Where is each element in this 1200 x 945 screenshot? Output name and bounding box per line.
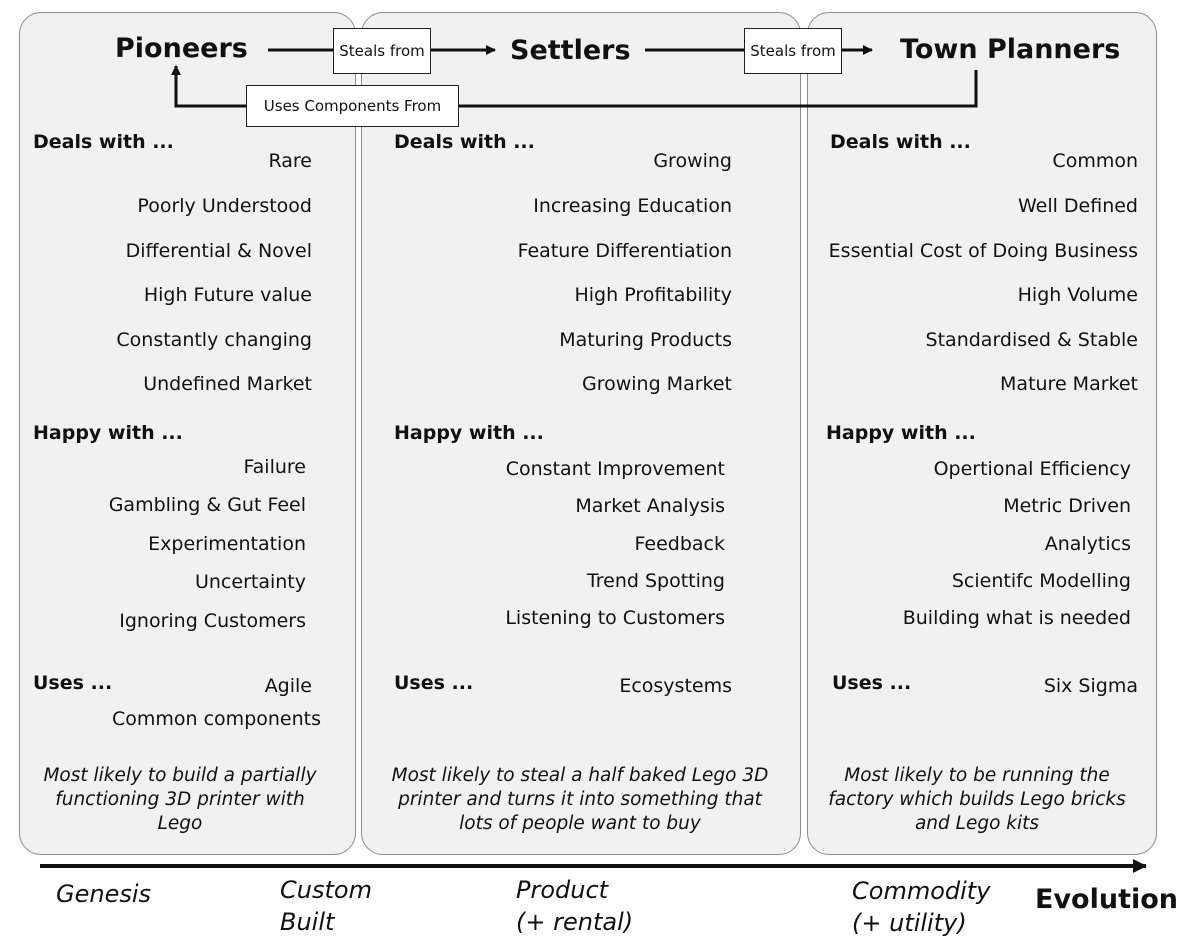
steals-from-label-2: Steals from — [744, 28, 842, 74]
stage-genesis: Genesis — [56, 878, 151, 910]
town-planners-title: Town Planners — [900, 34, 1121, 65]
stage-product-line2: (+ rental) — [516, 908, 634, 936]
pioneers-note: Most likely to build a partially functio… — [43, 765, 317, 834]
settlers-happy-item: Listening to Customers — [505, 607, 725, 629]
pioneers-happy-item: Ignoring Customers — [119, 610, 306, 632]
settlers-happy-item: Trend Spotting — [586, 570, 725, 592]
town-planners-panel — [807, 12, 1157, 855]
stage-commodity-line2: (+ utility) — [852, 909, 967, 937]
settlers-deals-header: Deals with ... — [394, 131, 535, 153]
uses-components-label: Uses Components From — [246, 85, 459, 127]
town-planners-uses-header: Uses ... — [832, 672, 912, 694]
town-planners-happy-item: Opertional Efficiency — [933, 458, 1131, 480]
settlers-happy-item: Constant Improvement — [505, 458, 725, 480]
settlers-happy-item: Feedback — [634, 533, 725, 555]
settlers-uses-item: Ecosystems — [619, 675, 732, 697]
pioneers-deals-header: Deals with ... — [33, 131, 174, 153]
pioneers-uses-item: Common components — [112, 708, 321, 730]
settlers-deals-item: Growing Market — [581, 373, 732, 395]
stage-custom-built: Custom Built — [280, 874, 372, 938]
settlers-note: Most likely to steal a half baked Lego 3… — [391, 765, 769, 834]
town-planners-happy-header: Happy with ... — [826, 422, 976, 444]
pioneers-title: Pioneers — [115, 33, 248, 64]
pioneers-happy-item: Uncertainty — [194, 571, 306, 593]
settlers-deals-item: Feature Differentiation — [517, 240, 732, 262]
settlers-happy-item: Market Analysis — [575, 495, 725, 517]
town-planners-deals-item: Standardised & Stable — [925, 329, 1138, 351]
pioneers-deals-item: Rare — [268, 150, 312, 172]
settlers-uses-header: Uses ... — [394, 672, 474, 694]
settlers-panel — [361, 12, 801, 855]
pioneers-deals-item: Differential & Novel — [125, 240, 312, 262]
town-planners-deals-item: High Volume — [1017, 284, 1138, 306]
settlers-happy-header: Happy with ... — [394, 422, 544, 444]
stage-commodity: Commodity (+ utility) — [852, 875, 990, 939]
stage-genesis-line1: Genesis — [56, 880, 152, 908]
stage-custom-built-line2: Built — [280, 908, 335, 936]
town-planners-happy-item: Building what is needed — [902, 607, 1131, 629]
pioneers-deals-item: Poorly Understood — [137, 195, 312, 217]
town-planners-happy-item: Analytics — [1044, 533, 1131, 555]
town-planners-note: Most likely to be running the factory wh… — [828, 765, 1126, 834]
settlers-title: Settlers — [510, 35, 631, 66]
town-planners-deals-item: Mature Market — [1000, 373, 1138, 395]
steals-from-label-1: Steals from — [333, 28, 431, 74]
town-planners-happy-item: Metric Driven — [1003, 495, 1131, 517]
stage-product-line1: Product — [516, 876, 609, 904]
pioneers-happy-item: Gambling & Gut Feel — [108, 494, 306, 516]
town-planners-happy-item: Scientifc Modelling — [951, 570, 1131, 592]
pioneers-panel — [19, 12, 356, 855]
town-planners-deals-item: Essential Cost of Doing Business — [828, 240, 1138, 262]
pioneers-happy-item: Failure — [243, 456, 306, 478]
town-planners-deals-item: Common — [1052, 150, 1138, 172]
stage-custom-built-line1: Custom — [280, 876, 372, 904]
pioneers-happy-item: Experimentation — [148, 533, 306, 555]
evolution-axis-label: Evolution — [1035, 884, 1179, 915]
town-planners-deals-header: Deals with ... — [830, 131, 971, 153]
settlers-deals-item: Increasing Education — [533, 195, 732, 217]
stage-commodity-line1: Commodity — [852, 877, 991, 905]
pioneers-deals-item: Undefined Market — [143, 373, 312, 395]
pioneers-deals-item: Constantly changing — [116, 329, 312, 351]
pioneers-uses-item: Agile — [264, 675, 312, 697]
pioneers-deals-item: High Future value — [143, 284, 312, 306]
settlers-deals-item: Maturing Products — [559, 329, 732, 351]
stage-product: Product (+ rental) — [516, 874, 633, 938]
settlers-deals-item: Growing — [653, 150, 732, 172]
settlers-deals-item: High Profitability — [574, 284, 732, 306]
pioneers-happy-header: Happy with ... — [33, 422, 183, 444]
town-planners-uses-item: Six Sigma — [1043, 675, 1138, 697]
uses-components-arrow — [171, 65, 978, 108]
pioneers-uses-header: Uses ... — [33, 672, 113, 694]
town-planners-deals-item: Well Defined — [1017, 195, 1138, 217]
